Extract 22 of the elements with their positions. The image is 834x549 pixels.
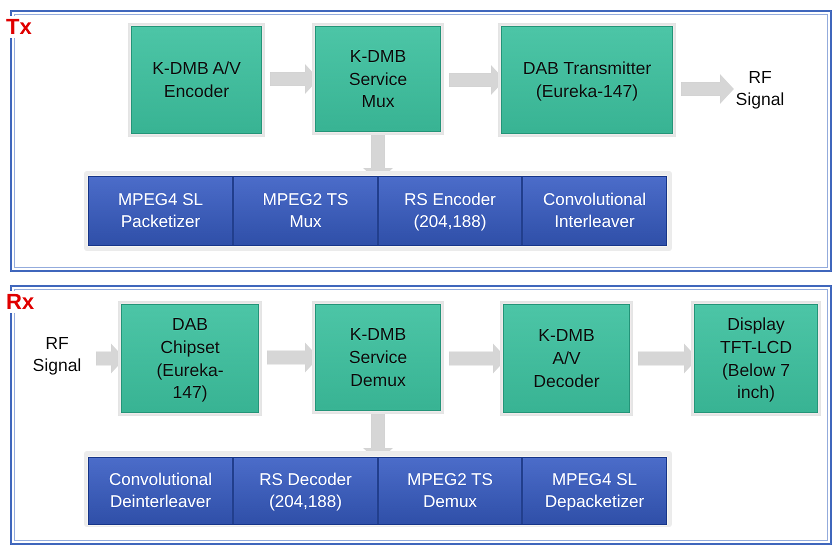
sub-process-box: RS Encoder (204,188)	[378, 176, 522, 246]
sub-process-box: MPEG4 SL Depacketizer	[522, 457, 667, 525]
process-box: K-DMB Service Mux	[315, 26, 441, 132]
sub-process-box: Convolutional Interleaver	[522, 176, 667, 246]
process-box: K-DMB Service Demux	[315, 304, 441, 411]
process-box: DAB Chipset (Eureka-147)	[121, 304, 259, 413]
signal-label: RF Signal	[26, 330, 88, 380]
sub-process-box: MPEG2 TS Demux	[378, 457, 522, 525]
process-box: K-DMB A/V Encoder	[131, 26, 262, 134]
signal-label: RF Signal	[730, 64, 790, 114]
sub-process-box: MPEG2 TS Mux	[233, 176, 378, 246]
section-title: Rx	[6, 291, 34, 313]
sub-process-strip	[84, 171, 672, 251]
sub-process-box: MPEG4 SL Packetizer	[88, 176, 233, 246]
section-title: Tx	[6, 16, 32, 38]
process-box: DAB Transmitter (Eureka-147)	[501, 26, 673, 134]
sub-process-box: RS Decoder (204,188)	[233, 457, 378, 525]
process-box: K-DMB A/V Decoder	[503, 304, 630, 413]
sub-process-box: Convolutional Deinterleaver	[88, 457, 233, 525]
block-arrow	[681, 74, 734, 104]
sub-process-strip	[84, 451, 672, 527]
process-box: Display TFT-LCD (Below 7 inch)	[694, 304, 818, 413]
